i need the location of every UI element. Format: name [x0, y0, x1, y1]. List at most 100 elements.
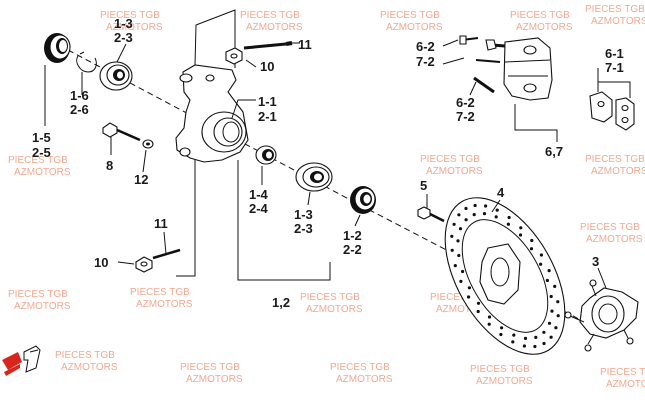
- label-1-1: 1-1: [258, 94, 277, 109]
- brake-pads: [589, 91, 635, 131]
- disc-hole: [522, 344, 527, 348]
- watermark-line1: PIECES TGB: [300, 292, 360, 303]
- disc-hole: [512, 333, 516, 337]
- disc-hole: [556, 300, 560, 304]
- disc-hole: [464, 206, 468, 211]
- watermark-line2: AZMOTORS: [61, 362, 118, 373]
- disc-hole: [457, 213, 461, 217]
- brake-disc: [444, 197, 566, 355]
- label-1-2: 1-2: [343, 228, 362, 243]
- disc-hole: [545, 278, 550, 283]
- label-1-3: 1-3: [114, 16, 133, 31]
- watermark-line1: PIECES TGB: [330, 362, 390, 373]
- disc-hole: [450, 234, 454, 238]
- disc-hole: [542, 341, 546, 346]
- disc-hole: [533, 344, 537, 349]
- watermark-line2: AZMOTORS: [336, 374, 393, 385]
- label-2-3: 2-3: [114, 30, 133, 45]
- disc-hole: [553, 284, 557, 288]
- nut-lower: [135, 256, 153, 273]
- washer-12: [142, 139, 154, 149]
- watermark-line1: PIECES TGB: [510, 10, 570, 21]
- watermark-line2: AZMOTORS: [106, 22, 163, 33]
- label-6-1: 6-1: [605, 46, 624, 61]
- watermark-line1: PIECES TGB: [130, 287, 190, 298]
- disc-hole: [506, 222, 510, 226]
- label-10-upper: 10: [260, 59, 274, 74]
- label-2-3-lower: 2-3: [294, 221, 313, 236]
- watermark-line2: AZMOTORS: [591, 16, 645, 27]
- bolt-lower: [152, 248, 181, 260]
- label-11-upper: 11: [298, 37, 312, 52]
- watermark-line1: PIECES TGB: [380, 10, 440, 21]
- watermark-line2: AZMOTORS: [436, 304, 493, 315]
- disc-hole: [529, 247, 534, 251]
- label-10-lower: 10: [94, 255, 108, 270]
- label-5: 5: [420, 178, 427, 193]
- label-4: 4: [497, 185, 505, 200]
- disc-hole: [500, 326, 504, 330]
- disc-hole: [464, 218, 468, 222]
- oil-seal-right: [350, 186, 376, 214]
- disc-hole: [494, 215, 498, 219]
- disc-hole: [495, 208, 499, 212]
- watermark-line1: PIECES TGB: [420, 154, 480, 165]
- watermark-line2: AZMOTORS: [606, 379, 645, 390]
- disc-hole: [511, 340, 515, 344]
- watermark-line1: PIECES TGB: [430, 292, 490, 303]
- disc-hole: [556, 314, 560, 318]
- watermark-line1: PIECES TGB: [470, 364, 530, 375]
- disc-hole: [530, 238, 534, 243]
- bearing-lower: [295, 162, 333, 192]
- label-1-3-lower: 1-3: [294, 207, 313, 222]
- disc-hole: [458, 227, 463, 231]
- watermark-line1: PIECES TGB: [240, 10, 300, 21]
- disc-hole: [549, 294, 553, 299]
- disc-hole: [450, 248, 454, 252]
- disc-hole: [539, 253, 544, 257]
- watermark-line1: PIECES TGB: [600, 367, 645, 378]
- label-11-lower: 11: [154, 216, 168, 231]
- nut-upper: [225, 47, 243, 65]
- label-7-2-lower: 7-2: [456, 109, 475, 124]
- disc-hole: [482, 212, 487, 216]
- label-2-5: 2-5: [32, 145, 51, 160]
- label-1-4: 1-4: [249, 187, 269, 202]
- watermark-line1: PIECES TGB: [55, 350, 115, 361]
- label-7-2-upper: 7-2: [416, 54, 435, 69]
- label-6-7: 6,7: [545, 144, 563, 159]
- disc-hole: [452, 222, 456, 226]
- disc-hole: [459, 279, 463, 283]
- disc-hole: [484, 204, 488, 208]
- disc-hole: [499, 332, 503, 337]
- bolt-8: [102, 122, 141, 142]
- watermark-line1: PIECES TGB: [585, 154, 645, 165]
- disc-hole: [473, 203, 477, 208]
- watermark-line2: AZMOTORS: [386, 22, 443, 33]
- watermark-line2: AZMOTORS: [14, 301, 71, 312]
- watermark-line1: PIECES TGB: [580, 222, 640, 233]
- disc-hole: [554, 326, 558, 330]
- disc-hole: [467, 286, 471, 290]
- bearing-upper: [99, 61, 133, 91]
- spacer: [255, 145, 277, 165]
- watermark-line2: AZMOTORS: [136, 299, 193, 310]
- bolt-upper: [243, 41, 293, 50]
- disc-hole: [519, 226, 523, 230]
- watermark-line2: AZMOTORS: [476, 376, 533, 387]
- label-2-2: 2-2: [343, 242, 362, 257]
- disc-hole: [487, 315, 492, 319]
- disc-hole: [549, 335, 553, 339]
- disc-hole: [457, 253, 461, 258]
- wheel-hub: [564, 279, 639, 352]
- label-12: 12: [134, 172, 148, 187]
- label-1-2-assembly: 1,2: [272, 295, 290, 310]
- watermark-line2: AZMOTORS: [586, 234, 643, 245]
- disc-hole: [476, 309, 480, 314]
- disc-hole: [461, 269, 465, 274]
- watermark-line2: AZMOTORS: [246, 22, 303, 33]
- steering-knuckle: [175, 9, 249, 163]
- leader-lines: [44, 39, 631, 289]
- disc-hole: [539, 262, 543, 266]
